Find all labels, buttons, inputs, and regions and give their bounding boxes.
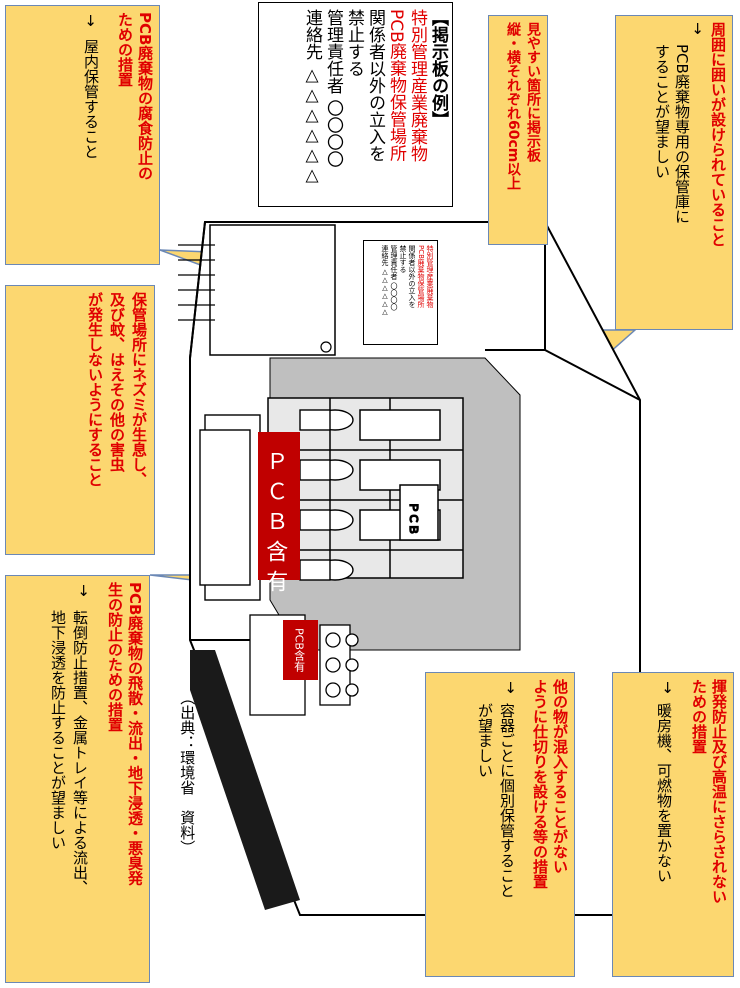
fire-title1: 揮発防止及び高温にさらされない [710,679,728,904]
callout-signboard: 見やすい箇所に掲示板 縦・横それぞれ60cm以上 [488,15,548,245]
callout-corrosion: PCB廃棄物の腐食防止の ための措置 → 屋内保管すること [5,5,160,265]
corrosion-title2: ための措置 [116,12,134,87]
mini-sign-line6: 連絡先 △△△△△△ [381,245,389,317]
svg-text:ＰＣＢ: ＰＣＢ [407,502,420,535]
wall-cabinet [209,224,336,356]
source-caption: （出典：環境省 資料） [178,690,197,855]
scatter-title1: PCB廃棄物の飛散・流出・地下浸透・悪臭発 [126,582,144,886]
callout-enclosure: 周囲に囲いが設けられていること → PCB廃棄物専用の保管庫に することが望まし… [615,15,733,330]
callout-fire: 揮発防止及び高温にさらされない ための措置 → 暖房機、可燃物を置かない [612,672,734,977]
scatter-body1: 転倒防止措置、金属トレイ等による流出、 [71,610,89,895]
pests-title2: 及び蚊、はえその他の害虫 [108,292,126,472]
sign-line2: PCB廃棄物保管場所 [386,9,406,162]
example-sign: 【掲示板の例】 特別管理産業廃棄物 PCB廃棄物保管場所 関係者以外の立入を 禁… [258,2,453,207]
partition-body1: 容器ごとに個別保管すること [498,703,516,898]
scatter-body2: 地下浸透を防止することが望ましい [49,610,67,850]
mini-sign-line5: 管理責任者 〇〇〇〇 [390,245,398,311]
mini-sign-line3: 関係者以外の立入を [408,245,416,308]
fire-title2: ための措置 [690,679,708,754]
enclosure-body2: することが望ましい [653,44,671,179]
corrosion-body1: 屋内保管すること [82,39,100,160]
pcb-small-box [283,620,318,680]
sign-header: 【掲示板の例】 [428,9,448,128]
pcb-small-label: PCB含有 [292,628,306,672]
corrosion-arrow: → [82,14,100,27]
pests-title1: 保管場所にネズミが生息し、 [130,292,148,487]
callout-partition: 他の物が混入することがない ように仕切りを設ける等の措置 → 容器ごとに個別保管… [425,672,575,977]
sign-line5: 管理責任者 〇〇〇〇 [323,9,343,168]
floor-shadow [190,650,300,910]
mini-sign-line4: 禁止する [399,245,407,273]
sign-line1: 特別管理産業廃棄物 [407,9,427,162]
pests-title3: が発生しないようにすること [86,292,104,487]
partition-title2: ように仕切りを設ける等の措置 [531,679,549,889]
fire-arrow: → [659,681,677,694]
signboard-title2: 縦・横それぞれ60cm以上 [505,22,521,191]
wall-slats [178,244,215,321]
door-knob [320,341,332,353]
callout-pests: 保管場所にネズミが生息し、 及び蚊、はえその他の害虫 が発生しないようにすること [5,285,155,555]
sign-line6: 連絡先 △△△△△△ [302,9,322,186]
capacitor-units [199,409,354,601]
mini-sign: 特別管理産業廃棄物 PCB廃棄物保管場所 関係者以外の立入を 禁止する 管理責任… [363,240,438,345]
partition-arrow: → [502,681,520,694]
callout-scatter: PCB廃棄物の飛散・流出・地下浸透・悪臭発 生の防止のための措置 → 転倒防止措… [5,575,150,983]
mini-sign-line2: PCB廃棄物保管場所 [417,245,425,308]
pcb-large-box [258,432,300,580]
fire-body1: 暖房機、可燃物を置かない [655,703,673,883]
partition-body2: が望ましい [476,703,494,778]
pcb-large-label: ＰＣＢ含有 [262,450,288,600]
enclosure-body1: PCB廃棄物専用の保管庫に [673,44,691,224]
corrosion-title1: PCB廃棄物の腐食防止の [136,12,154,181]
signboard-title1: 見やすい箇所に掲示板 [525,22,541,162]
enclosure-arrow: → [689,22,707,35]
sign-line3: 関係者以外の立入を [365,9,385,162]
scatter-arrow: → [75,584,93,597]
partition-title1: 他の物が混入することがない [551,679,569,874]
mini-sign-line1: 特別管理産業廃棄物 [426,245,434,308]
sign-line4: 禁止する [344,9,364,77]
enclosure-title: 周囲に囲いが設けられていること [709,22,727,247]
scatter-title2: 生の防止のための措置 [106,582,124,732]
